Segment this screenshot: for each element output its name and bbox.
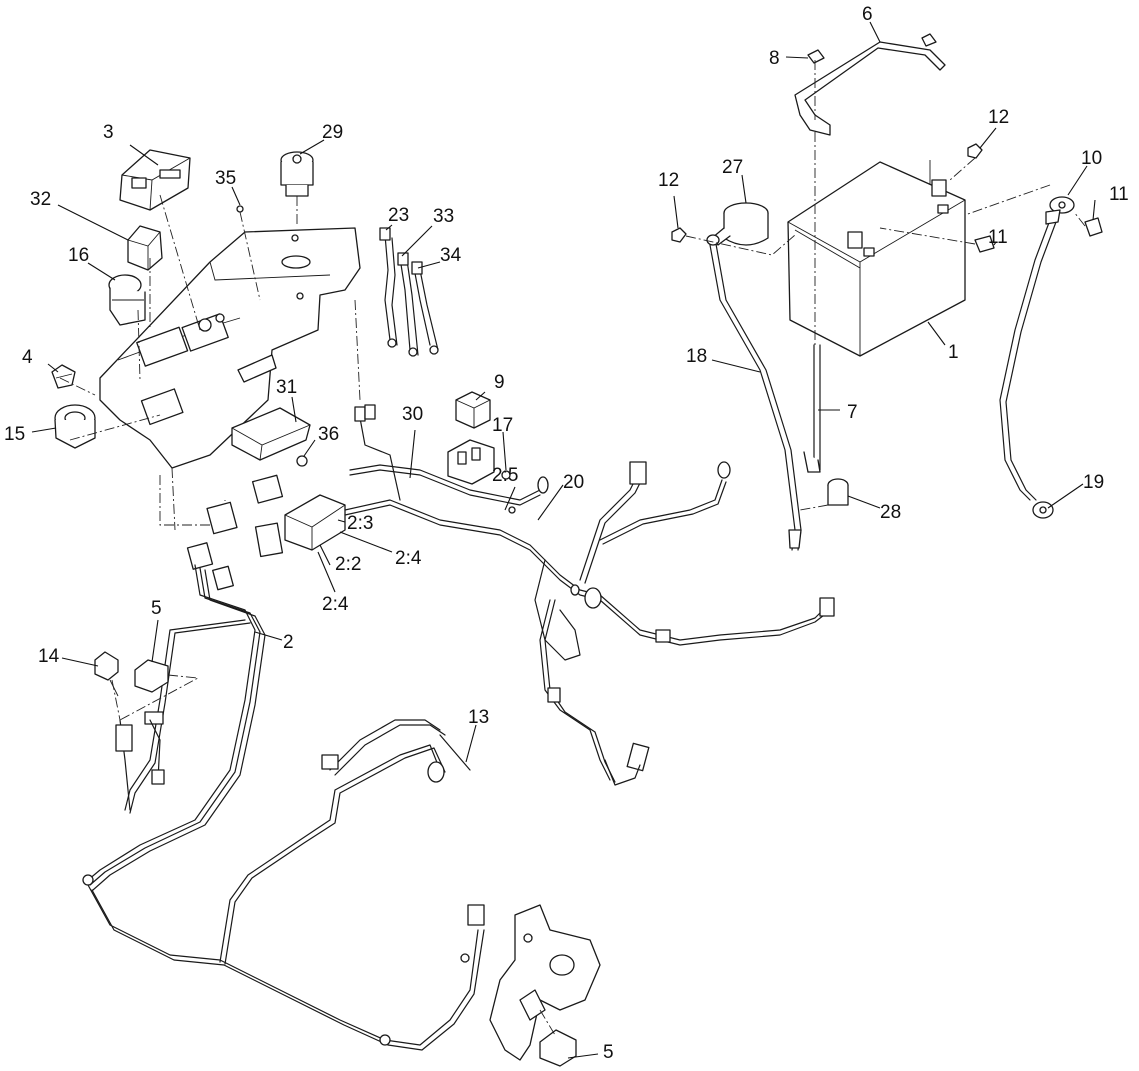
callout-35: 35 xyxy=(215,168,236,189)
callout-5-lower: 5 xyxy=(603,1042,614,1063)
sensor-14 xyxy=(94,651,119,697)
callout-32: 32 xyxy=(30,189,51,210)
relay-5-upper xyxy=(134,659,169,693)
ignition-switch xyxy=(54,404,96,449)
hold-down-bracket xyxy=(794,41,946,136)
terminal-cover-27 xyxy=(711,202,769,246)
callout-30: 30 xyxy=(402,404,423,425)
callout-1: 1 xyxy=(948,342,959,363)
callout-2-4-right: 2:4 xyxy=(395,548,422,569)
battery xyxy=(787,160,966,357)
wire-leads xyxy=(379,227,439,357)
callout-2-3: 2:3 xyxy=(347,513,373,534)
fastener-36 xyxy=(296,455,308,467)
boot-28 xyxy=(827,478,849,506)
callout-labels: 1 2 2:2 2:3 2:4 2:4 2:5 3 4 5 5 6 7 8 9 … xyxy=(4,4,1129,1063)
callout-20: 20 xyxy=(563,472,584,493)
callout-19: 19 xyxy=(1083,472,1104,493)
callout-28: 28 xyxy=(880,502,901,523)
callout-12-left: 12 xyxy=(658,170,679,191)
wing-nut-8 xyxy=(807,49,825,64)
callout-36: 36 xyxy=(318,424,339,445)
screw-35 xyxy=(236,205,244,213)
console-panel xyxy=(99,227,361,531)
callout-6: 6 xyxy=(862,4,873,25)
callout-14: 14 xyxy=(38,646,60,667)
callout-4: 4 xyxy=(22,347,33,368)
callout-3: 3 xyxy=(103,122,114,143)
callout-15: 15 xyxy=(4,424,25,445)
bolt-11-center xyxy=(974,235,995,253)
ignition-key xyxy=(51,364,76,389)
callout-2-5: 2:5 xyxy=(492,465,518,486)
relay-5-lower xyxy=(539,1029,577,1067)
callout-2: 2 xyxy=(283,632,294,653)
bracket xyxy=(489,904,601,1061)
relay xyxy=(455,391,491,429)
wing-nut-6 xyxy=(921,33,937,47)
callout-18: 18 xyxy=(686,346,707,367)
callout-17: 17 xyxy=(492,415,513,436)
callout-16: 16 xyxy=(68,245,89,266)
display-module xyxy=(119,149,191,211)
nut-12-left xyxy=(671,227,687,243)
power-outlet xyxy=(280,151,314,225)
cable-10 xyxy=(999,196,1075,501)
callout-9: 9 xyxy=(494,372,505,393)
callout-29: 29 xyxy=(322,122,343,143)
callout-2-2: 2:2 xyxy=(335,554,361,575)
rocker-switch xyxy=(127,225,163,271)
callout-11-center: 11 xyxy=(988,227,1008,248)
callout-12-right: 12 xyxy=(988,107,1009,128)
fuse-block xyxy=(447,439,495,485)
bolt-11-right xyxy=(1084,217,1103,237)
callout-34: 34 xyxy=(440,245,462,266)
callout-23: 23 xyxy=(388,205,409,226)
callout-11-right: 11 xyxy=(1109,184,1129,205)
control-module xyxy=(231,407,311,461)
key-switch xyxy=(108,274,146,326)
callout-27: 27 xyxy=(722,157,743,178)
callout-2-4-lower: 2:4 xyxy=(322,594,349,615)
callout-31: 31 xyxy=(276,377,297,398)
callout-7: 7 xyxy=(847,402,858,423)
leader-lines xyxy=(31,21,1096,1059)
nut-12-right xyxy=(967,143,983,159)
clip-13 xyxy=(439,734,471,771)
hold-down-rod xyxy=(803,344,821,473)
ring-terminal-19 xyxy=(1032,501,1054,519)
callout-33: 33 xyxy=(433,206,454,227)
callout-8: 8 xyxy=(769,48,780,69)
callout-13: 13 xyxy=(468,707,489,728)
callout-10: 10 xyxy=(1081,148,1102,169)
main-harness xyxy=(82,404,835,1051)
callout-5-upper: 5 xyxy=(151,598,162,619)
fuse-17 xyxy=(501,470,511,480)
cable-18 xyxy=(706,234,802,551)
